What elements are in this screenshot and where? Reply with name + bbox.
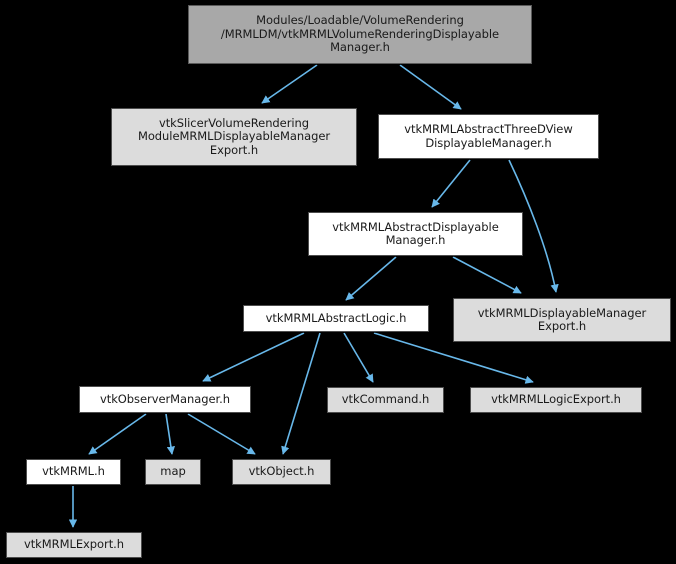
node-vtkslicervolumerenderingmodulemrmldisplayablemanagerexport[interactable]: vtkSlicerVolumeRendering ModuleMRMLDispl… xyxy=(111,108,357,166)
node-vtkmrmlexport[interactable]: vtkMRMLExport.h xyxy=(6,532,142,558)
node-map[interactable]: map xyxy=(145,459,201,485)
edge-abstract-dm-to-abstract-logic xyxy=(345,256,397,301)
edge-abstract-dm-to-dm-export xyxy=(452,256,522,294)
node-vtkmrmlabstractdisplayablemanager[interactable]: vtkMRMLAbstractDisplayable Manager.h xyxy=(308,212,523,256)
node-vtkmrmlabstractthreedviewdisplayablemanager[interactable]: vtkMRMLAbstractThreeDView DisplayableMan… xyxy=(378,114,599,159)
node-vtkmrml[interactable]: vtkMRML.h xyxy=(26,459,121,485)
node-vtkcommand[interactable]: vtkCommand.h xyxy=(327,387,444,413)
edge-observer-mgr-to-vtkobject xyxy=(187,413,256,455)
node-vtkmrmlvolumerenderingdisplayablemanager[interactable]: Modules/Loadable/VolumeRendering /MRMLDM… xyxy=(188,5,532,64)
edge-abstract-logic-to-vtk-command xyxy=(343,332,374,383)
edge-threed-dm-to-abstract-dm xyxy=(431,159,471,208)
node-vtkobservermanager[interactable]: vtkObserverManager.h xyxy=(79,386,251,413)
node-vtkobject[interactable]: vtkObject.h xyxy=(232,459,331,485)
edge-observer-mgr-to-vtkmrml xyxy=(88,413,147,455)
edge-root-to-export-vrdm xyxy=(261,64,318,104)
edge-root-to-threed-dm xyxy=(399,64,462,110)
edge-observer-mgr-to-map xyxy=(165,413,176,455)
node-vtkmrmllogicexport[interactable]: vtkMRMLLogicExport.h xyxy=(470,387,642,413)
edge-abstract-logic-to-vtkobject xyxy=(281,332,321,455)
edge-abstract-logic-to-observer-mgr xyxy=(202,332,305,382)
node-vtkmrmlabstractlogic[interactable]: vtkMRMLAbstractLogic.h xyxy=(243,305,429,332)
node-vtkmrmldisplayablemanagerexport[interactable]: vtkMRMLDisplayableManager Export.h xyxy=(453,298,671,342)
